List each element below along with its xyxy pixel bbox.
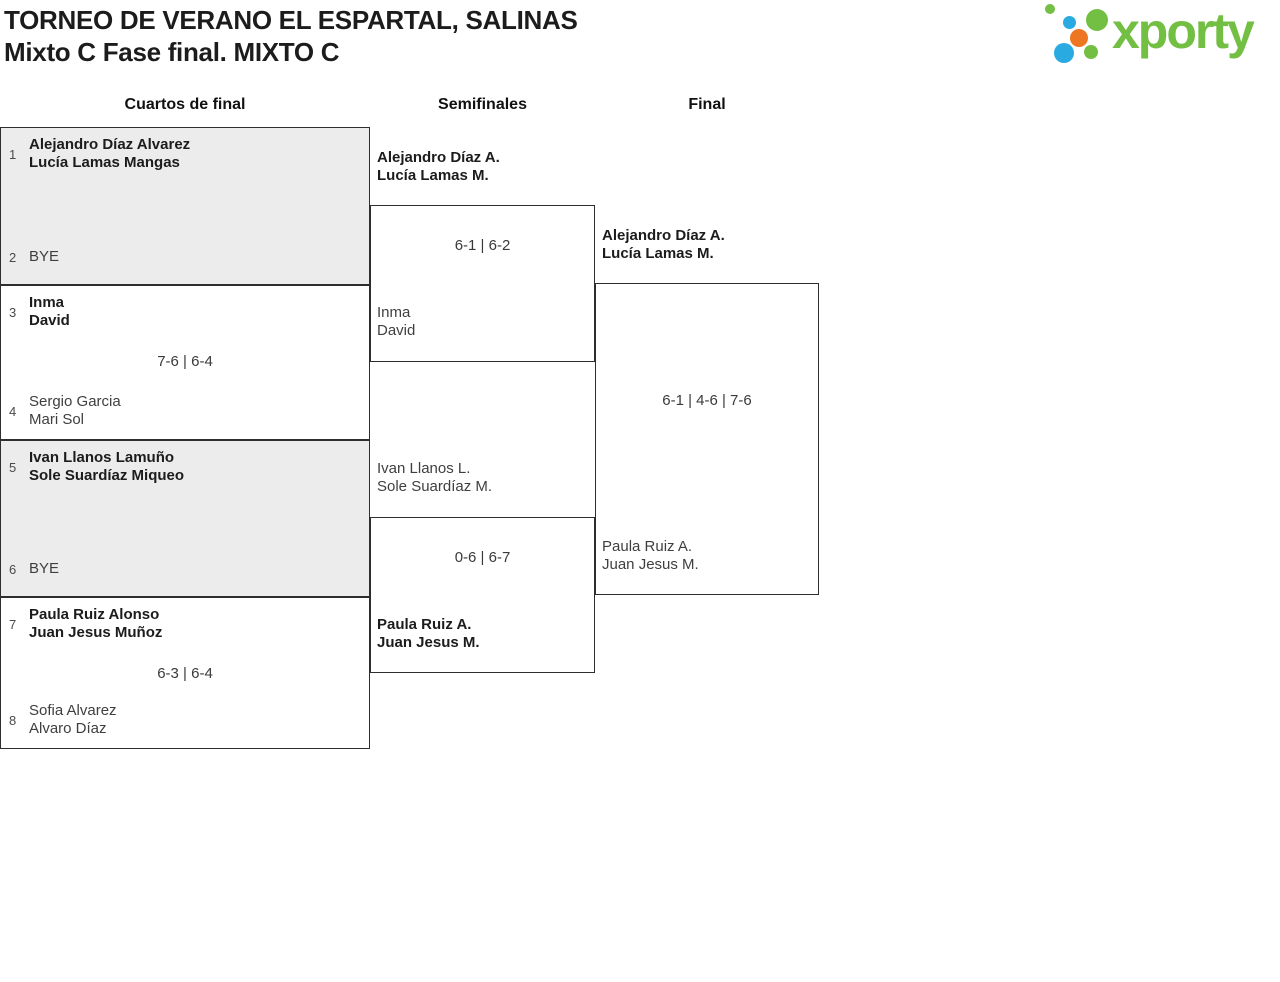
player-name: Sofia Alvarez: [29, 702, 117, 719]
logo-dot-green-large-icon: [1086, 9, 1108, 31]
team-names: Inma David: [29, 294, 70, 330]
player-name: Ivan Llanos Lamuño: [29, 449, 175, 466]
match-score: 7-6 | 6-4: [157, 353, 213, 370]
seed-number: 2: [9, 249, 17, 265]
player-name: BYE: [29, 248, 60, 265]
match-final: 6-1 | 4-6 | 7-6: [595, 283, 819, 595]
player-name: Juan Jesus M.: [602, 556, 699, 573]
qf3-bottom-entry: 6 BYE: [1, 560, 369, 578]
tournament-title-line2: Mixto C Fase final. MIXTO C: [4, 37, 340, 67]
player-name: Paula Ruiz A.: [377, 616, 472, 633]
seed-number: 7: [9, 616, 17, 632]
match-score: 6-1 | 6-2: [454, 237, 511, 254]
player-name: Inma: [377, 304, 411, 321]
match-quarterfinal-2: 3 Inma David 7-6 | 6-4 4 Sergio Garcia M…: [0, 285, 370, 440]
team-names: BYE: [29, 248, 59, 266]
team-names: Alejandro Díaz Alvarez Lucía Lamas Manga…: [29, 136, 190, 172]
team-names: Sofia Alvarez Alvaro Díaz: [29, 702, 117, 738]
tournament-title: TORNEO DE VERANO EL ESPARTAL, SALINAS Mi…: [4, 4, 578, 68]
player-name: Mari Sol: [29, 411, 85, 428]
logo-dot-blue-large-icon: [1054, 43, 1074, 63]
seed-number: 3: [9, 304, 17, 320]
player-name: Sole Suardíaz Miqueo: [29, 467, 185, 484]
match-semifinal-1: 6-1 | 6-2: [370, 205, 595, 362]
player-name: Ivan Llanos L.: [377, 460, 471, 477]
team-names: Paula Ruiz Alonso Juan Jesus Muñoz: [29, 606, 162, 642]
semifinal-2-bottom-team: Paula Ruiz A. Juan Jesus M.: [377, 616, 480, 652]
seed-number: 1: [9, 146, 17, 162]
player-name: Alejandro Díaz A.: [602, 227, 725, 244]
player-name: David: [377, 322, 416, 339]
player-name: Lucía Lamas M.: [377, 167, 489, 184]
seed-number: 4: [9, 403, 17, 419]
team-names: Sergio Garcia Mari Sol: [29, 393, 121, 429]
team-names: BYE: [29, 560, 59, 578]
logo-dot-green-small-icon: [1084, 45, 1098, 59]
player-name: Juan Jesus M.: [377, 634, 480, 651]
match-semifinal-2: 0-6 | 6-7: [370, 517, 595, 673]
final-bottom-team: Paula Ruiz A. Juan Jesus M.: [602, 538, 699, 574]
xporty-logo-text: xporty: [1112, 3, 1255, 59]
logo-dot-orange-icon: [1070, 29, 1088, 47]
player-name: David: [29, 312, 70, 329]
tournament-title-line1: TORNEO DE VERANO EL ESPARTAL, SALINAS: [4, 5, 578, 35]
semifinal-1-top-team: Alejandro Díaz A. Lucía Lamas M.: [377, 149, 500, 185]
logo-dot-blue-small-icon: [1063, 16, 1076, 29]
player-name: BYE: [29, 560, 60, 577]
seed-number: 5: [9, 459, 17, 475]
player-name: Sole Suardíaz M.: [377, 478, 493, 495]
match-score: 0-6 | 6-7: [454, 549, 511, 566]
match-quarterfinal-4: 7 Paula Ruiz Alonso Juan Jesus Muñoz 6-3…: [0, 597, 370, 749]
player-name: Sergio Garcia: [29, 393, 121, 410]
qf4-top-entry: 7 Paula Ruiz Alonso Juan Jesus Muñoz: [1, 606, 369, 642]
match-score: 6-1 | 4-6 | 7-6: [662, 392, 752, 409]
round-header-semifinales: Semifinales: [438, 96, 527, 113]
qf1-top-entry: 1 Alejandro Díaz Alvarez Lucía Lamas Man…: [1, 136, 369, 172]
qf4-bottom-entry: 8 Sofia Alvarez Alvaro Díaz: [1, 702, 369, 738]
match-score: 6-3 | 6-4: [157, 665, 213, 682]
seed-number: 6: [9, 561, 17, 577]
match-quarterfinal-3: 5 Ivan Llanos Lamuño Sole Suardíaz Mique…: [0, 440, 370, 597]
qf2-bottom-entry: 4 Sergio Garcia Mari Sol: [1, 393, 369, 429]
player-name: Alvaro Díaz: [29, 720, 107, 737]
qf2-top-entry: 3 Inma David: [1, 294, 369, 330]
logo-dot-green-tiny-icon: [1045, 4, 1055, 14]
player-name: Alejandro Díaz Alvarez: [29, 136, 191, 153]
player-name: Lucía Lamas Mangas: [29, 154, 180, 171]
player-name: Lucía Lamas M.: [602, 245, 714, 262]
seed-number: 8: [9, 712, 17, 728]
player-name: Paula Ruiz Alonso: [29, 606, 160, 623]
player-name: Paula Ruiz A.: [602, 538, 693, 555]
player-name: Inma: [29, 294, 65, 311]
player-name: Juan Jesus Muñoz: [29, 624, 163, 641]
team-names: Ivan Llanos Lamuño Sole Suardíaz Miqueo: [29, 449, 184, 485]
qf3-top-entry: 5 Ivan Llanos Lamuño Sole Suardíaz Mique…: [1, 449, 369, 485]
player-name: Alejandro Díaz A.: [377, 149, 500, 166]
final-top-team: Alejandro Díaz A. Lucía Lamas M.: [602, 227, 725, 263]
xporty-logo[interactable]: xporty: [1040, 0, 1280, 80]
semifinal-1-bottom-team: Inma David: [377, 304, 415, 340]
match-quarterfinal-1: 1 Alejandro Díaz Alvarez Lucía Lamas Man…: [0, 127, 370, 285]
round-header-cuartos-de-final: Cuartos de final: [124, 96, 246, 113]
qf1-bottom-entry: 2 BYE: [1, 248, 369, 266]
semifinal-2-top-team: Ivan Llanos L. Sole Suardíaz M.: [377, 460, 492, 496]
round-header-final: Final: [688, 96, 726, 113]
